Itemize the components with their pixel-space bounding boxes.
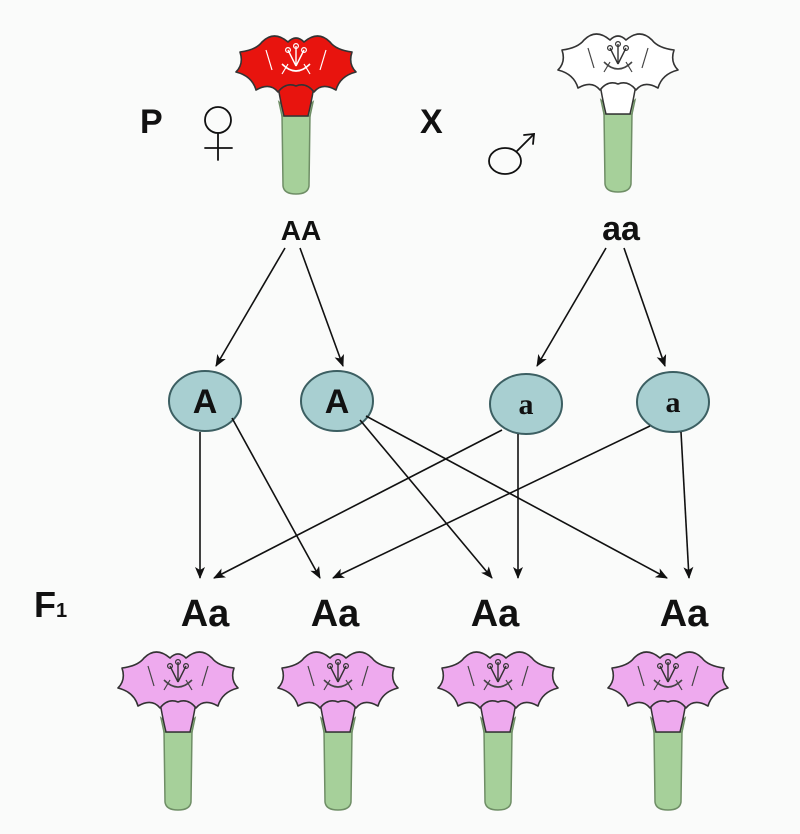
- offspring-1-flower-icon: [117, 651, 239, 811]
- offspring-2-flower-icon: [277, 651, 399, 811]
- parental-generation-label: P: [140, 103, 163, 141]
- offspring-4-genotype: Aa: [660, 593, 709, 635]
- offspring-1-genotype: Aa: [181, 593, 230, 635]
- filial-generation-label: F1: [34, 584, 67, 625]
- arrow-male-to-gamete-4: [623, 247, 667, 367]
- male-parent-flower-icon: [557, 33, 679, 193]
- arrow-g2-to-o4: [365, 415, 668, 579]
- gamete-2-allele: A: [325, 383, 350, 421]
- gamete-4: a: [636, 371, 710, 433]
- male-genotype: aa: [602, 210, 641, 248]
- parent-to-gamete-arrows: [215, 247, 667, 367]
- female-symbol-icon: [204, 106, 233, 161]
- gamete-1: A: [168, 370, 242, 432]
- female-genotype: AA: [281, 215, 321, 246]
- arrow-g4-to-o4: [680, 431, 694, 579]
- arrow-female-to-gamete-1: [215, 247, 286, 367]
- male-symbol-icon: [488, 132, 536, 175]
- arrow-g4-to-o2: [332, 425, 651, 579]
- arrow-g3-to-o1: [213, 429, 503, 579]
- gamete-1-allele: A: [193, 383, 218, 421]
- female-parent-flower-icon: [235, 35, 357, 195]
- gamete-to-offspring-arrows: [195, 415, 694, 579]
- arrow-female-to-gamete-2: [299, 247, 344, 367]
- gamete-4-allele: a: [666, 386, 681, 419]
- filial-generation-subscript: 1: [56, 600, 67, 622]
- arrow-g1-to-o2: [231, 417, 321, 579]
- gamete-3: a: [489, 373, 563, 435]
- offspring-4-flower-icon: [607, 651, 729, 811]
- offspring-2-genotype: Aa: [311, 593, 360, 635]
- arrow-male-to-gamete-3: [536, 247, 607, 367]
- cross-symbol: X: [420, 103, 443, 141]
- offspring-3-flower-icon: [437, 651, 559, 811]
- arrow-g2-to-o3: [359, 419, 493, 579]
- gamete-2: A: [300, 370, 374, 432]
- offspring-3-genotype: Aa: [471, 593, 520, 635]
- gamete-3-allele: a: [519, 388, 534, 421]
